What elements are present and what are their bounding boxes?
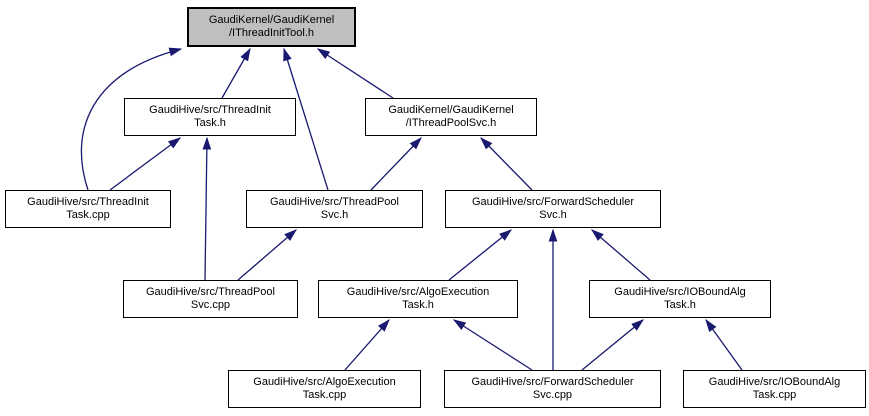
edge-ThreadInitTask.h-to-IThreadInitTool.h — [221, 47, 251, 99]
node-label-line1: GaudiHive/src/ForwardScheduler — [471, 196, 634, 208]
node-AlgoExecutionTask-h[interactable]: GaudiHive/src/AlgoExecution Task.h — [318, 280, 518, 318]
node-label-line1: GaudiHive/src/ThreadPool — [269, 196, 399, 208]
node-label-line1: GaudiKernel/GaudiKernel — [208, 14, 335, 26]
node-label-line2: Task.cpp — [302, 389, 347, 401]
edge-ThreadPoolSvc.cpp-to-ThreadInitTask.h — [202, 136, 212, 281]
edge-IThreadPoolSvc.h-to-IThreadInitTool.h — [316, 48, 394, 99]
edge-IOBoundAlgTask.h-to-ForwardSchedulerSvc.h — [591, 229, 651, 281]
node-label-line1: GaudiHive/src/IOBoundAlg — [708, 376, 841, 388]
node-label-line2: Task.cpp — [752, 389, 797, 401]
edge-AlgoExecutionTask.cpp-to-AlgoExecutionTask.h — [344, 319, 390, 371]
node-ForwardSchedulerSvc-h[interactable]: GaudiHive/src/ForwardScheduler Svc.h — [445, 190, 661, 228]
node-AlgoExecutionTask-cpp[interactable]: GaudiHive/src/AlgoExecution Task.cpp — [228, 370, 421, 408]
node-label-line2: Svc.h — [539, 209, 567, 221]
node-label-line1: GaudiHive/src/IOBoundAlg — [614, 286, 746, 298]
edge-ForwardSchedulerSvc.h-to-IThreadPoolSvc.h — [480, 137, 533, 191]
node-label-line2: Task.h — [402, 299, 434, 311]
edge-AlgoExecutionTask.h-to-ForwardSchedulerSvc.h — [448, 229, 513, 281]
edge-ThreadPoolSvc.h-to-IThreadInitTool.h — [283, 47, 329, 191]
node-label-line2: /IThreadInitTool.h — [229, 27, 314, 39]
node-label-line2: Task.h — [194, 117, 226, 129]
node-IThreadPoolSvc-h[interactable]: GaudiKernel/GaudiKernel /IThreadPoolSvc.… — [365, 98, 537, 136]
edge-ForwardSchedulerSvc.cpp-to-IOBoundAlgTask.h — [581, 319, 645, 371]
node-ThreadInitTask-cpp[interactable]: GaudiHive/src/ThreadInit Task.cpp — [5, 190, 171, 228]
node-IOBoundAlgTask-h[interactable]: GaudiHive/src/IOBoundAlg Task.h — [589, 280, 771, 318]
edge-ThreadPoolSvc.h-to-IThreadPoolSvc.h — [370, 137, 422, 191]
node-ForwardSchedulerSvc-cpp[interactable]: GaudiHive/src/ForwardScheduler Svc.cpp — [444, 370, 661, 408]
node-ThreadPoolSvc-cpp[interactable]: GaudiHive/src/ThreadPool Svc.cpp — [123, 280, 298, 318]
node-label-line2: Task.cpp — [66, 209, 110, 221]
edge-ThreadInitTask.cpp-to-ThreadInitTask.h — [109, 137, 182, 191]
edge-ForwardSchedulerSvc.cpp-to-AlgoExecutionTask.h — [452, 319, 533, 371]
node-label-line1: GaudiHive/src/ThreadInit — [149, 104, 271, 116]
node-label-line2: Svc.h — [320, 209, 349, 221]
edge-ThreadInitTask.cpp-to-IThreadInitTool.h — [80, 47, 183, 191]
node-label-line1: GaudiKernel/GaudiKernel — [388, 104, 514, 116]
node-label-line2: Svc.cpp — [532, 389, 573, 401]
node-label-line2: /IThreadPoolSvc.h — [405, 117, 497, 129]
edge-ThreadPoolSvc.cpp-to-ThreadPoolSvc.h — [237, 229, 297, 281]
node-label-line1: GaudiHive/src/AlgoExecution — [253, 376, 396, 388]
node-IOBoundAlgTask-cpp[interactable]: GaudiHive/src/IOBoundAlg Task.cpp — [683, 370, 866, 408]
node-ThreadPoolSvc-h[interactable]: GaudiHive/src/ThreadPool Svc.h — [246, 190, 423, 228]
node-label-line2: Svc.cpp — [190, 299, 231, 311]
edge-IOBoundAlgTask.cpp-to-IOBoundAlgTask.h — [705, 318, 743, 371]
node-label-line2: Task.h — [664, 299, 696, 311]
node-label-line1: GaudiHive/src/ThreadInit — [27, 196, 149, 208]
node-ThreadInitTask-h[interactable]: GaudiHive/src/ThreadInit Task.h — [124, 98, 296, 136]
node-IThreadInitTool-h: GaudiKernel/GaudiKernel /IThreadInitTool… — [187, 7, 356, 47]
node-label-line1: GaudiHive/src/ThreadPool — [145, 286, 275, 298]
node-label-line1: GaudiHive/src/ForwardScheduler — [471, 376, 634, 388]
node-label-line1: GaudiHive/src/AlgoExecution — [346, 286, 490, 298]
